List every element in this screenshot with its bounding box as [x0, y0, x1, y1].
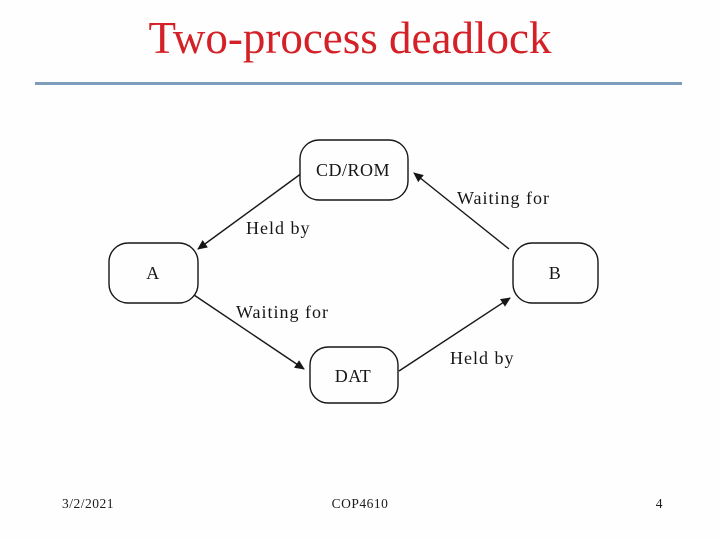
node-cdrom-label: CD/ROM — [316, 160, 390, 180]
node-process-a-label: A — [146, 263, 160, 283]
footer-date: 3/2/2021 — [62, 496, 115, 511]
node-dat — [309, 346, 399, 404]
node-process-b-label: B — [549, 263, 562, 283]
node-process-a — [108, 242, 199, 304]
edge-label-waitingfor-top: Waiting for — [457, 188, 550, 208]
footer-course-code: COP4610 — [331, 496, 389, 511]
slide-title: Two-process deadlock — [148, 13, 552, 63]
edge-waitingfor-b-to-cdrom — [413, 172, 510, 250]
title-divider — [35, 82, 682, 85]
node-process-b — [512, 242, 599, 304]
edge-label-waitingfor-bottom: Waiting for — [236, 302, 329, 322]
node-cdrom — [299, 139, 409, 201]
edge-label-heldby-top: Held by — [246, 218, 311, 238]
edge-heldby-dat-to-b — [398, 297, 511, 372]
edge-heldby-cdrom-to-a — [197, 172, 303, 250]
footer-page-number: 4 — [655, 496, 663, 511]
edge-label-heldby-bottom: Held by — [450, 348, 515, 368]
node-dat-label: DAT — [335, 366, 372, 386]
edge-waitingfor-a-to-dat — [193, 294, 305, 370]
